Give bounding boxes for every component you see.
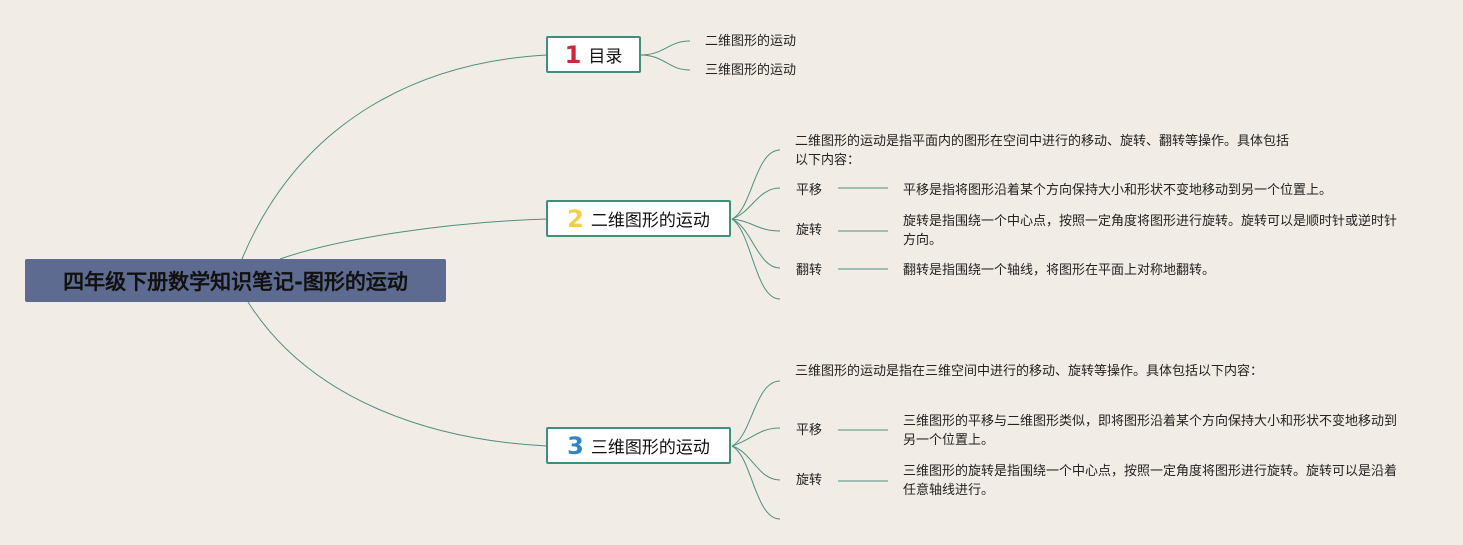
branch-2d-motion[interactable]: 2 二维图形的运动 [546, 200, 731, 237]
connector-root-to-branch-2 [279, 218, 548, 260]
root-title: 四年级下册数学知识笔记-图形的运动 [63, 269, 408, 294]
intro-text[interactable]: 三维图形的运动是指在三维空间中进行的移动、旋转等操作。具体包括以下内容： [795, 364, 1264, 379]
branch-label: 三维图形的运动 [590, 438, 710, 458]
topic-description[interactable]: 翻转是指围绕一个轴线，将图形在平面上对称地翻转。 [903, 263, 1216, 278]
branch-label: 二维图形的运动 [590, 211, 710, 231]
connector-b3-topic-2 [731, 445, 781, 481]
connector-b3-topic-1 [731, 427, 781, 447]
branch-contents[interactable]: 1 目录 [546, 36, 641, 73]
topic-description[interactable]: 三维图形的旋转是指围绕一个中心点，按照一定角度将图形进行旋转。旋转可以是沿着任意… [903, 464, 1398, 498]
number-1-icon: 1 [564, 40, 582, 69]
topic-label[interactable]: 旋转 [796, 223, 823, 238]
connector-b2-topic-2 [731, 218, 781, 232]
connector-b1-item-2 [639, 54, 691, 71]
topic-label[interactable]: 翻转 [796, 263, 823, 278]
branch-3d-motion[interactable]: 3 三维图形的运动 [546, 427, 731, 464]
topic-description[interactable]: 旋转是指围绕一个中心点，按照一定角度将图形进行旋转。旋转可以是顺时针或逆时针方向… [903, 214, 1398, 248]
topic-label[interactable]: 平移 [796, 423, 823, 438]
topic-label[interactable]: 平移 [796, 183, 823, 198]
topic-description[interactable]: 平移是指将图形沿着某个方向保持大小和形状不变地移动到另一个位置上。 [903, 183, 1333, 198]
connector-b2-intro [731, 149, 781, 220]
topic-label[interactable]: 旋转 [796, 473, 823, 488]
contents-item[interactable]: 三维图形的运动 [705, 63, 797, 78]
contents-item[interactable]: 二维图形的运动 [705, 34, 797, 49]
topic-description[interactable]: 三维图形的平移与二维图形类似，即将图形沿着某个方向保持大小和形状不变地移动到另一… [903, 414, 1398, 448]
connector-b2-topic-3 [731, 218, 781, 269]
connector-b2-topic-1 [731, 187, 781, 220]
connector-b1-item-1 [639, 40, 691, 56]
root-topic[interactable]: 四年级下册数学知识笔记-图形的运动 [25, 259, 446, 302]
connector-b2-end [731, 218, 781, 300]
connector-b3-end [731, 445, 781, 520]
number-3-icon: 3 [567, 431, 584, 460]
connector-b3-intro [731, 380, 781, 447]
number-2-icon: 2 [567, 204, 584, 233]
branch-label: 目录 [588, 47, 623, 67]
connector-root-to-branch-1 [241, 54, 548, 260]
intro-text[interactable]: 二维图形的运动是指平面内的图形在空间中进行的移动、旋转、翻转等操作。具体包括以下… [795, 134, 1290, 168]
connector-root-to-branch-3 [247, 301, 548, 447]
